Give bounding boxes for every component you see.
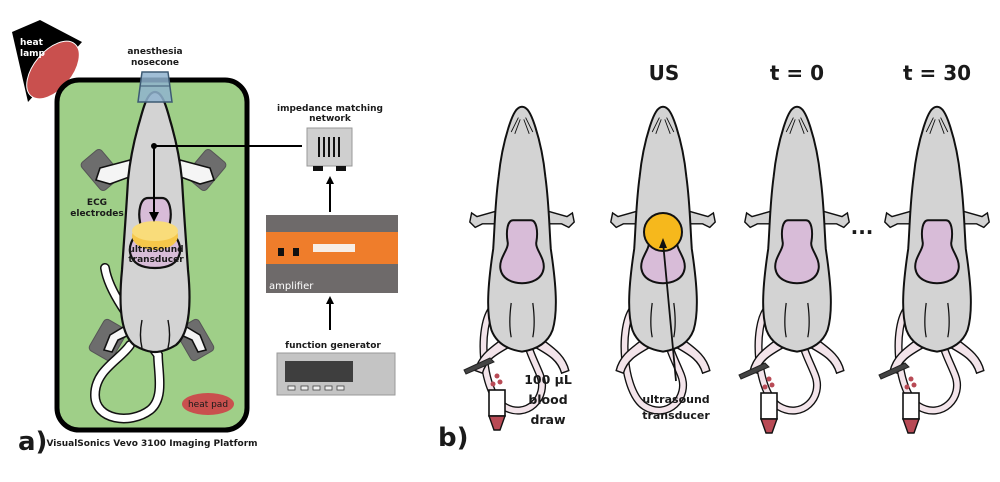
amplifier-label: amplifier [269,281,314,292]
panel-b: US t = 0 t = 30 100 µL blood draw ultras… [438,61,989,453]
blood-draw-label-2: blood [528,392,567,407]
transducer-label-1: ultrasound [128,245,183,255]
rat-illustration [89,90,216,424]
stage-title-t0: t = 0 [770,61,824,85]
function-generator-icon [276,352,396,396]
platform-caption: VisualSonics Vevo 3100 Imaging Platform [46,439,257,449]
heat-lamp-icon: heat lamp [12,20,82,102]
impedance-label-2: network [309,114,352,124]
rat-t30 [878,107,989,434]
rat-t0 [738,107,849,434]
amplifier-icon: amplifier [266,215,398,293]
us-transducer-label-1: ultrasound [642,393,709,406]
blood-draw-label-1: 100 µL [524,372,572,387]
heat-pad-label: heat pad [188,400,228,410]
transducer-label-2: transducer [128,255,184,265]
impedance-network-icon [306,127,353,171]
nosecone-label-1: anesthesia [127,47,182,57]
heat-pad [182,393,234,415]
rat-ultrasound [611,107,715,411]
panel-a-label: a) [18,427,47,457]
us-transducer-label-2: transducer [642,409,710,422]
heat-lamp-label-1: heat [20,38,44,48]
panel-a: heat lamp anesthesia nosecone [12,20,398,457]
stage-title-us: US [649,61,680,85]
ecg-label-1: ECG [87,198,107,208]
panel-b-label: b) [438,423,469,453]
nosecone-label-2: nosecone [131,58,179,68]
function-generator-label: function generator [285,341,381,351]
ecg-label-2: electrodes [70,209,123,219]
anesthesia-nosecone-icon [137,71,173,103]
impedance-label-1: impedance matching [277,104,383,114]
blood-draw-label-3: draw [530,412,566,427]
ellipsis: ... [851,215,874,239]
heat-lamp-label-2: lamp [20,49,46,59]
stage-title-t30: t = 30 [903,61,971,85]
